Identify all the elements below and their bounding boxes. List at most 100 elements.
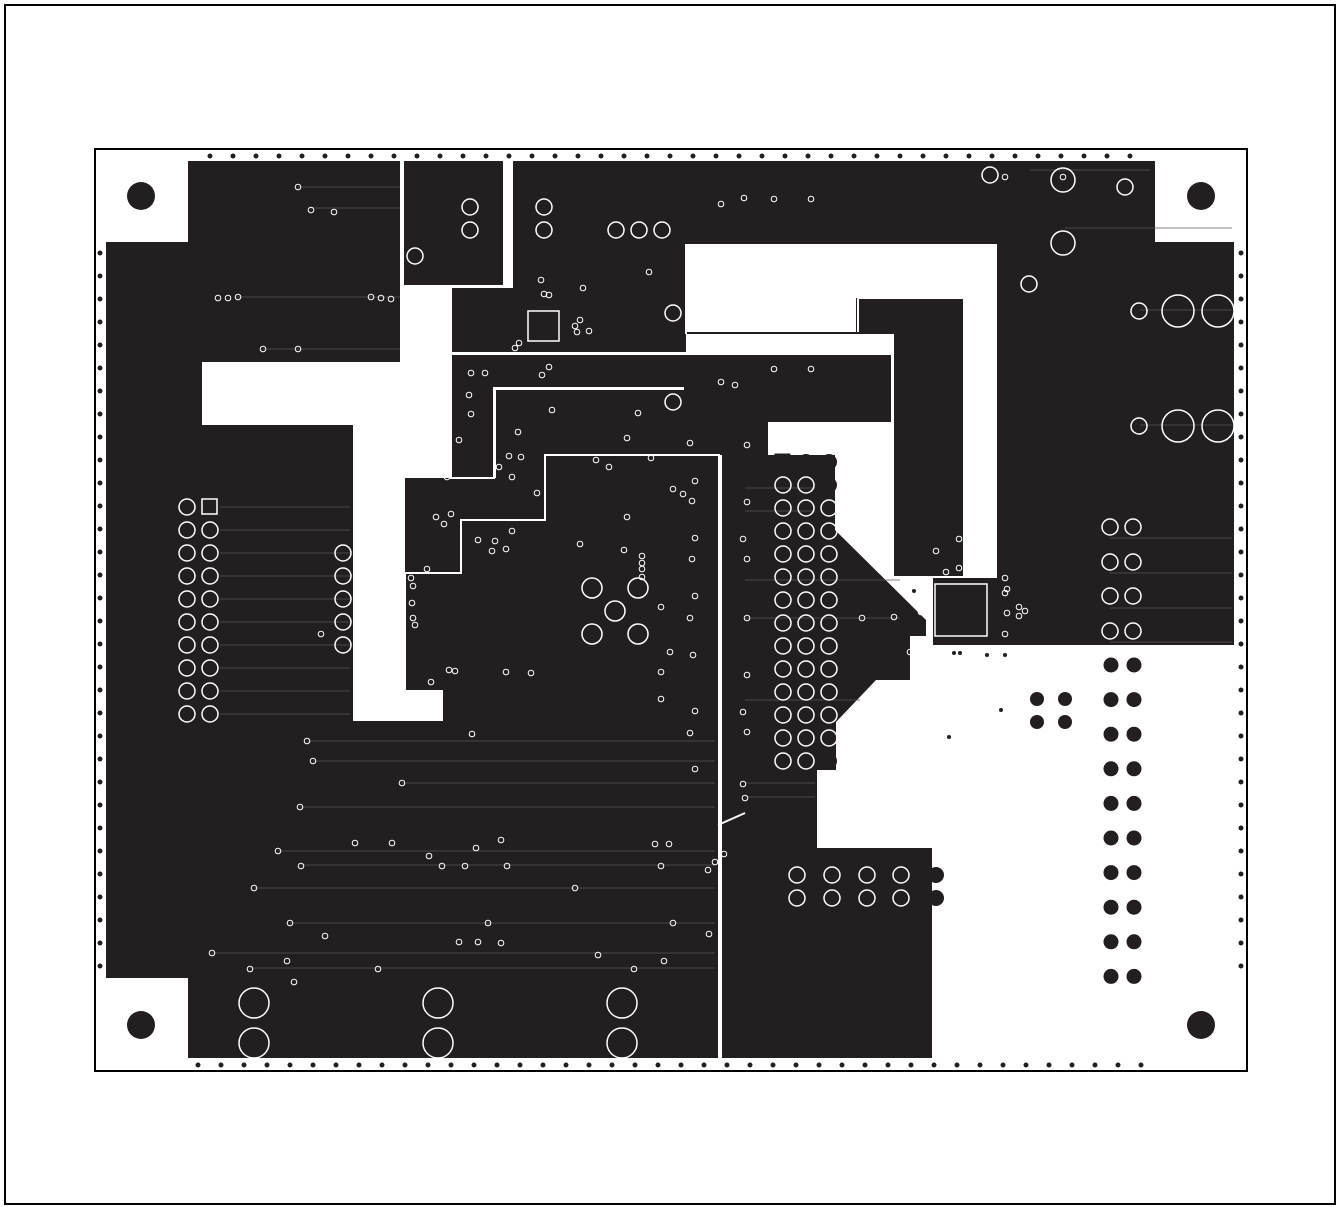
stitching-via [97, 296, 103, 302]
via [377, 294, 385, 302]
large-pad [1201, 409, 1235, 443]
via [705, 930, 713, 938]
header-pad [797, 660, 815, 678]
solid-pad [1030, 715, 1044, 729]
stitching-via [1000, 1062, 1006, 1068]
via [623, 434, 631, 442]
via [743, 555, 751, 563]
power-pad [581, 623, 603, 645]
header-pad [774, 522, 792, 540]
micro-via [985, 653, 989, 657]
large-pad [422, 987, 454, 1019]
connector-pad [201, 682, 219, 700]
stitching-via [379, 1062, 385, 1068]
via [647, 454, 655, 462]
via [465, 391, 473, 399]
header-pad [820, 637, 838, 655]
stitching-via [644, 153, 650, 159]
connector-pad [334, 544, 352, 562]
stitching-via [368, 153, 374, 159]
connector-pad [823, 866, 841, 884]
header-pad [820, 729, 838, 747]
via [474, 938, 482, 946]
connector-pad-solid [1103, 830, 1119, 846]
via [307, 206, 315, 214]
via [388, 839, 396, 847]
stitching-via [885, 1062, 891, 1068]
stitching-via [471, 1062, 477, 1068]
via [474, 536, 482, 544]
via [502, 545, 510, 553]
via [411, 621, 419, 629]
via [1001, 589, 1009, 597]
via [807, 365, 815, 373]
header-pad [820, 499, 838, 517]
connector-pad [201, 521, 219, 539]
via [511, 344, 519, 352]
via [548, 406, 556, 414]
connector-pad [1124, 622, 1142, 640]
via [942, 568, 950, 576]
square-pad-j1 [201, 498, 218, 515]
stitching-via [97, 595, 103, 601]
via [638, 565, 646, 573]
connector-pad [1101, 587, 1119, 605]
via [484, 919, 492, 927]
large-pad [422, 1027, 454, 1059]
connector-pad-solid [1126, 968, 1142, 984]
header-pad [820, 522, 838, 540]
via [508, 473, 516, 481]
header-pad-solid [821, 454, 837, 470]
stitching-via [97, 917, 103, 923]
stitching-via [97, 549, 103, 555]
via [770, 195, 778, 203]
stitching-via [97, 940, 103, 946]
header-pad [774, 568, 792, 586]
header-pad [820, 568, 838, 586]
stitching-via [632, 1062, 638, 1068]
stitching-via [448, 1062, 454, 1068]
via [743, 441, 751, 449]
connector-pad-solid [1126, 934, 1142, 950]
via [623, 513, 631, 521]
connector-pad [788, 866, 806, 884]
square-pads [201, 310, 988, 637]
stitching-via [310, 1062, 316, 1068]
via [689, 651, 697, 659]
stitching-via [97, 848, 103, 854]
through-hole-pad [461, 198, 479, 216]
via [370, 513, 378, 521]
stitching-via [1238, 411, 1244, 417]
stitching-via [989, 153, 995, 159]
via [688, 555, 696, 563]
header-pad [797, 637, 815, 655]
via [208, 949, 216, 957]
via [445, 666, 453, 674]
stitching-via [862, 1062, 868, 1068]
via [669, 485, 677, 493]
large-pad [1161, 409, 1195, 443]
stitching-via [97, 641, 103, 647]
large-pad [1050, 167, 1076, 193]
connector-pad [201, 590, 219, 608]
stitching-via [460, 153, 466, 159]
via [704, 866, 712, 874]
stitching-via [1238, 296, 1244, 302]
stitching-via [770, 1062, 776, 1068]
stitching-via [97, 319, 103, 325]
connector-pad [178, 705, 196, 723]
large-pad [1201, 294, 1235, 328]
via [508, 527, 516, 535]
stitching-via [1069, 1062, 1075, 1068]
square-pad-j2 [774, 453, 791, 470]
micro-via [999, 708, 1003, 712]
through-hole-pad [1130, 417, 1148, 435]
via [467, 369, 475, 377]
via [455, 436, 463, 444]
stitching-via [1238, 940, 1244, 946]
via [1001, 630, 1009, 638]
stitching-via [977, 1062, 983, 1068]
via [408, 309, 416, 317]
stitching-via [1238, 503, 1244, 509]
via [488, 547, 496, 555]
